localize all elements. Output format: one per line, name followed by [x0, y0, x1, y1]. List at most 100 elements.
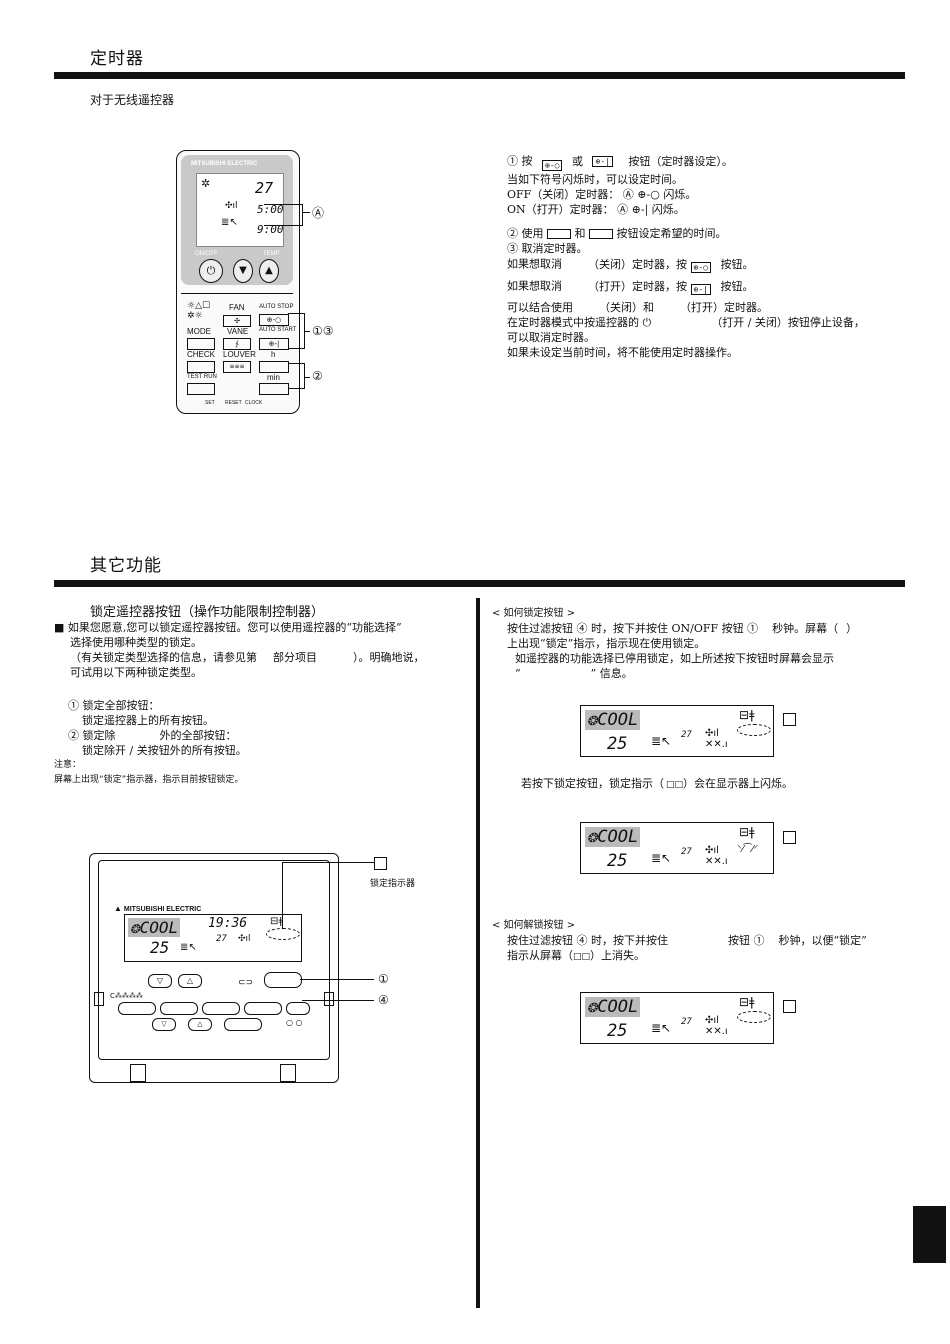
test-run-button[interactable]	[187, 383, 215, 395]
vane-button[interactable]: ∱	[223, 338, 251, 350]
remote-lcd-time1: 5:00	[257, 203, 284, 216]
remote-lcd-time2: 9:00	[257, 223, 284, 236]
callout-13: ①③	[312, 324, 334, 338]
lcd-display-flashing: ❂COOL 25 ≣↖ 27 ✣ıl✕✕.ı ⊟ǂ ⸌⁄⁀⁄⸍	[580, 822, 774, 874]
reset-label[interactable]: RESET	[225, 400, 242, 406]
fan-label: FAN	[229, 303, 245, 312]
hour-button[interactable]	[259, 361, 289, 373]
how-unlock-title: < 如何解锁按钮 >	[492, 920, 576, 931]
temp-down-button[interactable]: ▼	[233, 259, 253, 283]
fan-button[interactable]: ✣	[223, 315, 251, 327]
timer-button[interactable]	[160, 1002, 198, 1015]
mode-button[interactable]	[187, 338, 215, 350]
sun-icon: ✲	[201, 177, 211, 190]
hour-down-button[interactable]: ▽	[152, 1018, 176, 1031]
column-divider	[476, 598, 480, 1308]
lock-indicator-box	[783, 831, 796, 844]
test-run-label: TEST RUN	[187, 374, 217, 380]
hinge-left	[94, 992, 104, 1006]
flash-line: 若按下锁定按钮，锁定指示（□□）会在显示器上闪烁。	[521, 777, 794, 790]
timer-set-button[interactable]	[202, 1002, 240, 1015]
callout-2: ②	[312, 369, 323, 383]
vane-button[interactable]	[224, 1018, 262, 1031]
section-rule	[54, 72, 905, 79]
minute-button[interactable]	[259, 383, 289, 395]
hour-up-button[interactable]: △	[188, 1018, 212, 1031]
hinge-right	[324, 992, 334, 1006]
lcd-display-unlocked: ❂COOL 25 ≣↖ 27 ✣ıl✕✕.ı ⊟ǂ	[580, 992, 774, 1044]
check-label: CHECK	[187, 350, 216, 359]
mode-button[interactable]	[118, 1002, 156, 1015]
fan-icon: ✣ıl	[225, 201, 238, 211]
callout-bracket-2	[288, 363, 305, 389]
onoff-label: ON/OFF	[195, 251, 218, 257]
section-title-other: 其它功能	[90, 556, 162, 576]
fan-button[interactable]	[244, 1002, 282, 1015]
auto-stop-button[interactable]: ⊕-○	[259, 314, 289, 326]
wired-lcd-time: 19:36	[208, 916, 248, 931]
vane-icon: ≣↖	[180, 942, 197, 953]
filter-button[interactable]	[286, 1002, 310, 1015]
onoff-button[interactable]	[264, 972, 302, 988]
wired-lcd-room-temp: 27	[216, 934, 227, 944]
mode-label: MODE	[187, 327, 211, 336]
callout-bracket-a	[264, 204, 303, 226]
section-rule	[54, 580, 905, 587]
lock-description: ■ 如果您愿意,您可以锁定遥控器按钮。您可以使用遥控器的“功能选择” 选择使用哪…	[54, 621, 425, 785]
temp-up-button[interactable]: ▲	[259, 259, 279, 283]
callout-1: ①	[378, 972, 389, 986]
tab-left	[130, 1064, 146, 1082]
fan-icon: ✣ıl	[238, 934, 251, 944]
min-label: min	[267, 373, 280, 382]
wired-lcd-set-temp: 25	[150, 938, 170, 957]
check-button[interactable]	[187, 361, 215, 373]
lock-indicator-label: 锁定指示器	[370, 879, 416, 889]
onoff-button[interactable]: ⏻	[199, 259, 223, 283]
lcd-display-locked: ❂COOL 25 ≣↖ 27 ✣ıl✕✕.ı ⊟ǂ	[580, 705, 774, 757]
remote-lcd-temp: 27	[255, 179, 274, 197]
minute-key	[589, 229, 613, 239]
timer-subtitle: 对于无线遥控器	[90, 93, 175, 107]
vane-icon: ≣↖	[221, 217, 238, 228]
louver-icon: ⊂⊃	[238, 978, 254, 988]
lock-indicator-icon: ⊟ǂ	[739, 995, 755, 1009]
tab-right	[280, 1064, 296, 1082]
timer-instructions: ① 按 ⊕-○ 或 ⊕-| 按钮（定时器设定）。 当如下符号闪烁时，可以设定时间…	[507, 154, 865, 360]
lock-indicator-box	[783, 1000, 796, 1013]
lock-indicator-icon: ⊟ǂ	[739, 825, 755, 839]
section-title-timer: 定时器	[90, 49, 144, 69]
louver-button[interactable]: ≡≡≡	[223, 361, 251, 373]
on-timer-key: ⊕-|	[592, 156, 613, 167]
temp-down-button[interactable]: ▽	[148, 974, 172, 988]
lock-indicator-box	[783, 713, 796, 726]
remote-brand: MITSUBISHI ELECTRIC	[191, 161, 258, 167]
auto-start-label: AUTO START	[259, 327, 297, 333]
auto-start-button[interactable]: ⊕-|	[259, 338, 289, 350]
wired-remote: ▲ MITSUBISHI ELECTRIC ❂COOL 19:36 25 ≣↖ …	[89, 853, 339, 1083]
temp-label: TEMP	[263, 251, 280, 257]
callout-bracket-13	[288, 313, 305, 349]
how-lock-title: < 如何锁定按钮 >	[492, 608, 576, 619]
off-timer-key: ⊕-○	[542, 160, 563, 171]
wireless-remote: MITSUBISHI ELECTRIC ✲ 27 ✣ıl 5:00 9:00 ≣…	[176, 150, 300, 414]
page-edge-tab	[913, 1206, 946, 1263]
temp-up-button[interactable]: △	[178, 974, 202, 988]
hour-key	[547, 229, 571, 239]
wired-lcd-mode: ❂COOL	[128, 918, 181, 937]
mode-icons: C⁂⁂⁂⁂	[110, 992, 143, 1000]
vane-label: VANE	[227, 327, 249, 336]
lock-heading: 锁定遥控器按钮（操作功能限制控制器）	[90, 605, 325, 620]
mode-icons: ☼△☐✲☼	[187, 301, 211, 321]
set-label[interactable]: SET	[205, 400, 215, 406]
clock-label[interactable]: CLOCK	[245, 400, 263, 406]
callout-a: Ⓐ	[312, 206, 325, 220]
louver-label: LOUVER	[223, 350, 256, 359]
lock-indicator-icon: ⊟ǂ	[739, 708, 755, 722]
h-label: h	[271, 350, 276, 359]
wired-brand: ▲ MITSUBISHI ELECTRIC	[114, 904, 202, 913]
auto-stop-label: AUTO STOP	[259, 304, 294, 310]
lock-indicator-icon: ⊟ǂ	[270, 916, 283, 927]
callout-4: ④	[378, 993, 389, 1007]
